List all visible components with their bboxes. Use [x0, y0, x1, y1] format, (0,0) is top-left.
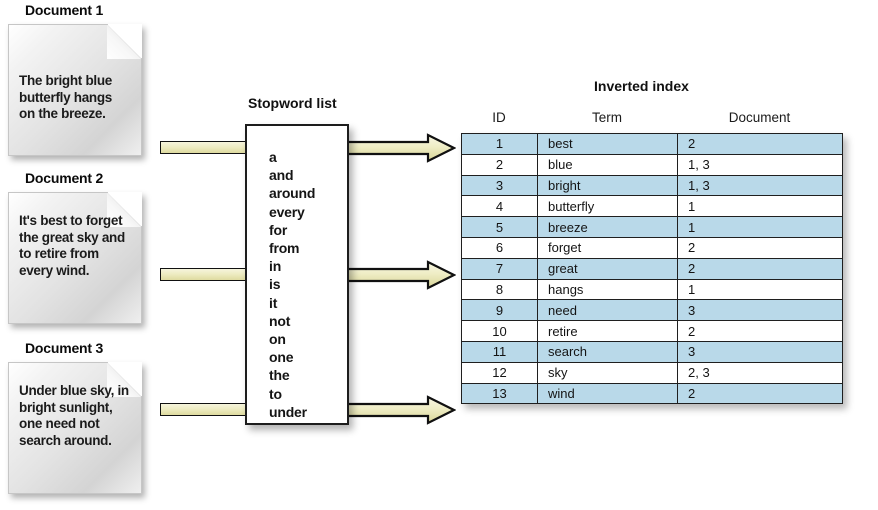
- cell-term: need: [537, 299, 678, 322]
- table-row[interactable]: 4 butterfly 1: [461, 195, 843, 218]
- stopword-list-words: a and around every for from in is it not…: [269, 148, 315, 421]
- cell-term: blue: [537, 153, 678, 176]
- cell-document: 1: [677, 195, 843, 218]
- cell-document: 2: [677, 257, 843, 280]
- stopword-item: from: [269, 240, 300, 257]
- cell-term: retire: [537, 320, 678, 342]
- table-row[interactable]: 11 search 3: [461, 340, 843, 363]
- cell-id: 3: [461, 174, 538, 197]
- cell-id: 2: [461, 153, 538, 176]
- document-1-card: The bright blue butterfly hangs on the b…: [8, 24, 142, 156]
- cell-document: 2: [677, 382, 843, 405]
- table-row[interactable]: 5 breeze 1: [461, 216, 843, 238]
- document-1-title: Document 1: [25, 2, 104, 18]
- document-3-title: Document 3: [25, 340, 104, 356]
- table-row[interactable]: 6 forget 2: [461, 236, 843, 259]
- stopword-item: a: [269, 149, 277, 165]
- cell-document: 1: [677, 278, 843, 301]
- table-row[interactable]: 9 need 3: [461, 299, 843, 322]
- stopword-item: on: [269, 331, 286, 348]
- cell-id: 4: [461, 195, 538, 218]
- cell-document: 1, 3: [677, 174, 843, 197]
- cell-term: bright: [537, 174, 678, 197]
- table-row[interactable]: 13 wind 2: [461, 382, 843, 405]
- cell-term: best: [537, 133, 678, 155]
- cell-document: 2, 3: [677, 361, 843, 384]
- table-row[interactable]: 10 retire 2: [461, 320, 843, 342]
- stopword-item: not: [269, 312, 291, 329]
- stopword-item: is: [269, 276, 281, 293]
- document-3-text: Under blue sky, in bright sunlight, one …: [19, 383, 129, 448]
- stopword-item: the: [269, 367, 290, 384]
- table-row[interactable]: 12 sky 2, 3: [461, 361, 843, 384]
- cell-term: search: [537, 340, 678, 363]
- stopword-item: it: [269, 294, 278, 311]
- cell-term: breeze: [537, 216, 678, 238]
- cell-term: great: [537, 257, 678, 280]
- cell-id: 10: [461, 320, 538, 342]
- column-header-id: ID: [492, 110, 506, 125]
- stopword-item: for: [269, 221, 288, 238]
- document-2-text: It's best to forget the great sky and to…: [19, 213, 125, 278]
- cell-id: 12: [461, 361, 538, 384]
- output-arrow-document-3: [344, 395, 456, 425]
- table-row[interactable]: 1 best 2: [461, 133, 843, 155]
- table-row[interactable]: 8 hangs 1: [461, 278, 843, 301]
- table-row[interactable]: 7 great 2: [461, 257, 843, 280]
- document-2-title: Document 2: [25, 170, 104, 186]
- cell-document: 3: [677, 299, 843, 322]
- cell-id: 1: [461, 133, 538, 155]
- stopword-item: every: [269, 203, 305, 220]
- cell-id: 9: [461, 299, 538, 322]
- inverted-index-title: Inverted index: [594, 78, 689, 94]
- document-3-card: Under blue sky, in bright sunlight, one …: [8, 362, 142, 494]
- cell-document: 2: [677, 133, 843, 155]
- cell-document: 1, 3: [677, 153, 843, 176]
- inverted-index-body: 1 best 2 2 blue 1, 3 3 bright 1, 3 4 but…: [461, 133, 843, 405]
- column-header-document: Document: [728, 110, 791, 125]
- document-2-card: It's best to forget the great sky and to…: [8, 192, 142, 324]
- stopword-list-box: a and around every for from in is it not…: [245, 124, 349, 425]
- output-arrow-document-1: [344, 133, 456, 163]
- input-arrow-document-3: [160, 403, 252, 416]
- inverted-index-table: 1 best 2 2 blue 1, 3 3 bright 1, 3 4 but…: [461, 133, 843, 405]
- table-row[interactable]: 3 bright 1, 3: [461, 174, 843, 197]
- cell-document: 3: [677, 340, 843, 363]
- output-arrow-document-2: [344, 260, 456, 290]
- column-header-term: Term: [592, 110, 622, 125]
- cell-id: 7: [461, 257, 538, 280]
- document-1-text: The bright blue butterfly hangs on the b…: [19, 73, 113, 121]
- cell-id: 8: [461, 278, 538, 301]
- cell-document: 2: [677, 236, 843, 259]
- stopword-item: to: [269, 385, 282, 402]
- cell-term: butterfly: [537, 195, 678, 218]
- cell-term: wind: [537, 382, 678, 405]
- stopword-item: under: [269, 403, 307, 420]
- cell-id: 11: [461, 340, 538, 363]
- stopword-item: and: [269, 167, 294, 184]
- input-arrow-document-2: [160, 268, 252, 281]
- stopword-item: in: [269, 258, 282, 275]
- table-row[interactable]: 2 blue 1, 3: [461, 153, 843, 176]
- cell-term: sky: [537, 361, 678, 384]
- stopword-item: one: [269, 349, 294, 366]
- stopword-list-title: Stopword list: [248, 95, 337, 111]
- cell-id: 5: [461, 216, 538, 238]
- cell-term: hangs: [537, 278, 678, 301]
- cell-document: 1: [677, 216, 843, 238]
- cell-term: forget: [537, 236, 678, 259]
- cell-document: 2: [677, 320, 843, 342]
- cell-id: 13: [461, 382, 538, 405]
- input-arrow-document-1: [160, 141, 252, 154]
- stopword-item: around: [269, 185, 316, 202]
- cell-id: 6: [461, 236, 538, 259]
